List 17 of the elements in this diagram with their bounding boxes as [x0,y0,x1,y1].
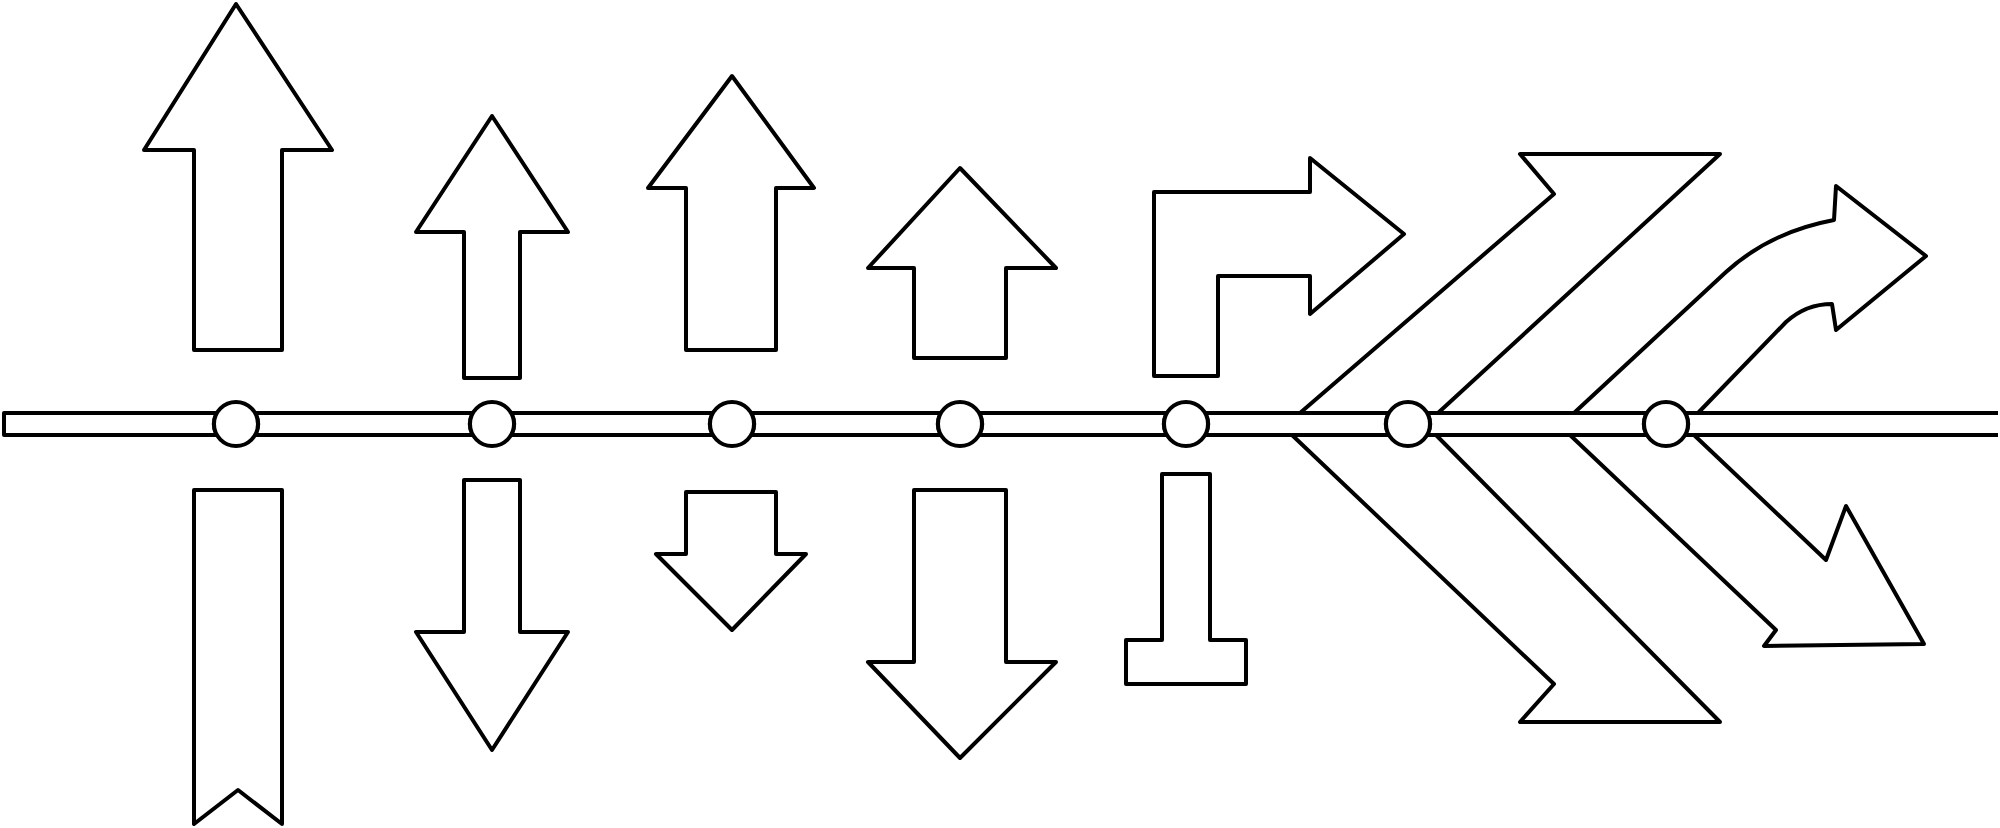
timeline-segment [253,411,475,437]
timeline-segment [1425,411,1649,437]
timeline-marker [1162,400,1210,448]
timeline-segment [509,411,715,437]
timeline-marker [936,400,984,448]
timeline-marker [212,400,260,448]
timeline-marker [708,400,756,448]
timeline-segment [1203,411,1391,437]
inverted-t-pedestal [1124,472,1248,686]
timeline-segment [749,411,943,437]
timeline-segment [2,411,219,437]
timeline-marker [468,400,516,448]
timeline-marker [1384,400,1432,448]
timeline-marker [1642,400,1690,448]
bookmark-ribbon [192,488,284,828]
timeline-segment [1683,411,2000,437]
timeline-segment [977,411,1169,437]
